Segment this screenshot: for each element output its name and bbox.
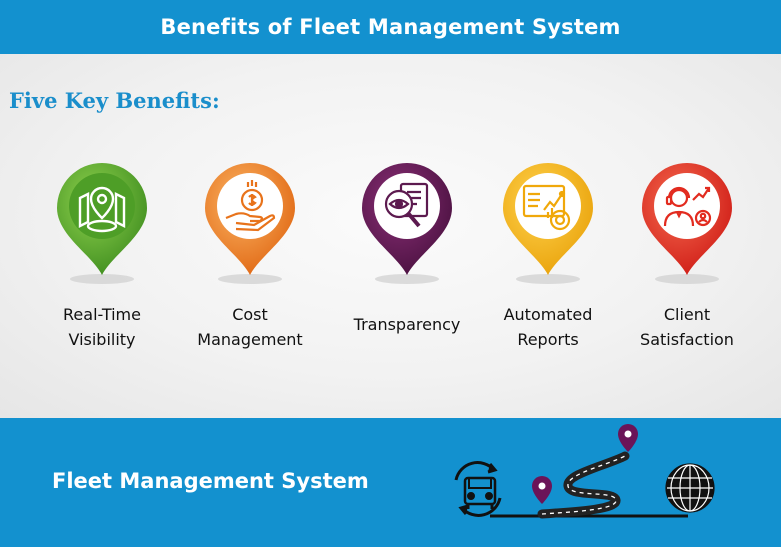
map-pin-icon xyxy=(532,476,552,504)
benefit-cost-management: Cost Management xyxy=(180,160,320,360)
benefit-label: Transparency xyxy=(353,315,461,334)
benefit-client-satisfaction: Client Satisfaction xyxy=(617,160,757,360)
fleet-route-graphic xyxy=(454,424,715,519)
benefit-label: Automated Reports xyxy=(503,305,593,349)
magnifier-eye-icon xyxy=(362,163,452,284)
globe-icon xyxy=(665,463,715,513)
benefit-automated-reports: Automated Reports xyxy=(478,160,618,360)
location-map-icon xyxy=(57,163,147,284)
page-title: Benefits of Fleet Management System xyxy=(160,15,621,39)
support-agent-icon xyxy=(642,163,732,284)
benefit-real-time-visibility: Real-Time Visibility xyxy=(32,160,172,360)
truck-cycle-icon xyxy=(454,461,502,517)
footer-title: Fleet Management System xyxy=(52,469,369,493)
report-chart-icon xyxy=(503,163,593,284)
benefit-label: Cost Management xyxy=(197,305,303,349)
footer-bar xyxy=(0,418,781,547)
benefit-transparency: Transparency xyxy=(337,160,477,360)
section-subtitle: Five Key Benefits: xyxy=(9,88,220,113)
winding-road-icon xyxy=(537,451,630,519)
benefit-label: Client Satisfaction xyxy=(640,305,734,349)
benefit-label: Real-Time Visibility xyxy=(63,305,141,349)
dollar-hand-icon xyxy=(205,163,295,284)
header-bar: Benefits of Fleet Management System xyxy=(0,0,781,54)
map-pin-icon xyxy=(618,424,638,452)
